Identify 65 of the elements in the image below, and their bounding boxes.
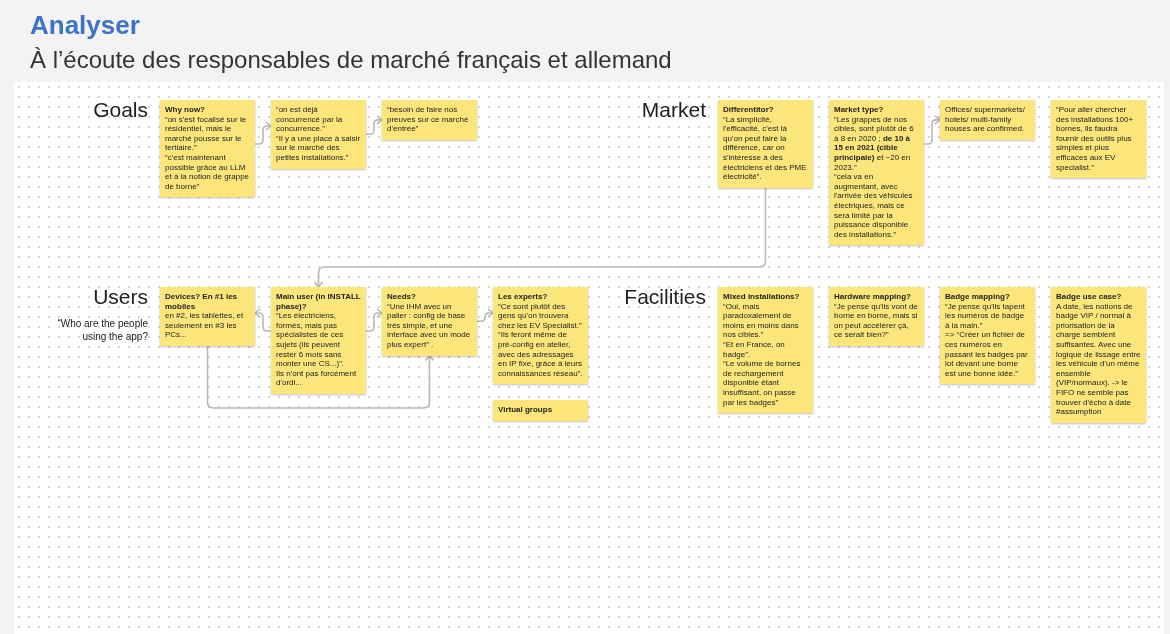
note-text: “Pour aller chercher des installations 100+ bornes, ils faudra fournir des outils plus simples et plus efficaces aux EV specialist.” <box>1056 105 1135 173</box>
note-text: “Le volume de bornes de rechargement disponible étant insuffisant, on passe par les badges” <box>723 359 802 408</box>
section-heading: Facilities <box>624 285 706 309</box>
note-heading: Les experts? <box>498 292 549 302</box>
note-heading: Virtual groups <box>498 405 554 415</box>
sticky-note <box>382 287 477 356</box>
note-text: A date, les notions de badge VIP / normal à priorisation de la charge semblent suffisantes. Avec une logique de lissage entre les véhicule d'un même ensemble (VIP/normaux). -> le FIFO ne semble pas trouver d'écho à date #assumption <box>1056 301 1141 417</box>
section-heading: Goals <box>93 98 148 122</box>
note-heading: Main user (in INSTALL phase)? <box>276 292 361 312</box>
sticky-note <box>1051 287 1146 423</box>
sticky-note <box>382 100 477 140</box>
sticky-note <box>271 100 366 169</box>
note-text: “La simplicité, l'efficacité, c'est là qu'on peut faire la différence, car on s'intéresse à des électriciens et des PME électricité”. <box>723 114 808 182</box>
note-heading: Market type? <box>834 105 885 115</box>
note-text: “Une IHM avec un palier : config de base très simple, et une interface avec un mode plus expert” . <box>387 301 472 350</box>
sticky-note <box>493 287 588 385</box>
sticky-note <box>829 287 924 346</box>
sticky-note <box>160 287 255 346</box>
note-text: Ils n'ont pas forcément d'ordi... <box>276 368 358 388</box>
sticky-note <box>718 100 813 188</box>
note-heading: Mixed installations? <box>723 292 801 302</box>
note-text: en #2, les tablettes, et seulement en #3 les PCs... <box>165 311 245 340</box>
note-text: “on s'est focalisé sur le résidentiel, mais le marché pousse sur le tertiaire.” <box>165 114 248 153</box>
page-subtitle: À l’écoute des responsables de marché français et allemand <box>30 46 672 74</box>
note-heading: Why now? <box>165 105 206 115</box>
note-text: “cela va en augmentant, avec l'arrivée des véhicules électriques, mais ce sera limité par la puissance disponible des installations.” <box>834 172 914 240</box>
arrow <box>254 121 272 145</box>
note-text: “besoin de faire nos preuves sur ce marché d'entrée” <box>387 105 470 134</box>
note-text: “Ils feront même de pré-config en atelier, avec des adressages en IP fixe, grâce à leurs connaissances réseau”. <box>498 330 583 379</box>
note-text: “Oui, mais paradoxalement de moins en moins dans nos cibles.” <box>723 301 800 340</box>
section-heading: Market <box>641 98 706 122</box>
sticky-note <box>829 100 924 246</box>
sticky-note <box>271 287 366 394</box>
sticky-note <box>160 100 255 198</box>
note-text: “Les électriciens, formés, mais pas spécialistes de ces sujets (ils peuvent rester 6 mois sans monter une CS...)”. <box>276 311 346 369</box>
arrow <box>254 308 272 332</box>
arrow <box>476 308 494 323</box>
note-text: “Je pense qu'ils vont de borne en borne, mais si on peut accélérer çà, ce serait bien?” <box>834 301 919 340</box>
page-title: Analyser <box>30 10 140 41</box>
arrow <box>365 115 383 136</box>
note-heading: Badge use case? <box>1056 292 1123 302</box>
sticky-note <box>718 287 813 414</box>
section-heading: Users <box>93 285 148 309</box>
arrow <box>923 115 941 145</box>
sticky-note <box>940 100 1035 140</box>
note-text: Offices/ supermarkets/ hotels/ multi-family houses are confirmed. <box>945 105 1026 134</box>
sticky-note <box>940 287 1035 385</box>
arrow <box>313 186 767 288</box>
note-text: “Je pense qu'ils tapent les numéros de badge à la main.” <box>945 301 1026 331</box>
sticky-note <box>1051 100 1146 179</box>
section-note: “Who are the people using the app? <box>56 317 148 343</box>
arrow <box>365 308 383 332</box>
note-heading: Differentitor? <box>723 105 775 115</box>
sticky-note <box>493 400 588 421</box>
note-text: “Il y a une place à saisir sur le marché des petites installations.” <box>276 133 361 163</box>
note-text: => “Créer un fichier de ces numéros en passant les badges par lot devant une borne est une bonne idée.” <box>945 330 1029 379</box>
note-heading: Hardware mapping? <box>834 292 912 302</box>
note-text: “Les grappes de nos cibles, sont plutôt de 6 à 8 en 2020 ; de 10 à 15 en 2021 (cible principale) et ~20 en 2023.” <box>834 114 915 173</box>
note-heading: Needs? <box>387 292 417 302</box>
note-text: “Et en France, on badge”. <box>723 339 786 360</box>
note-text: “on est déjà concurrencé par la concurrence.” <box>276 105 344 134</box>
note-text: “c'est maintenant possible grâce au LLM et à la notion de grappe de borne” <box>165 152 250 192</box>
arrow <box>206 345 435 409</box>
note-heading: Badge mapping? <box>945 292 1011 302</box>
note-text: “Ce sont plutôt des gens qu'on trouvera chez les EV Specialist.” <box>498 301 583 331</box>
